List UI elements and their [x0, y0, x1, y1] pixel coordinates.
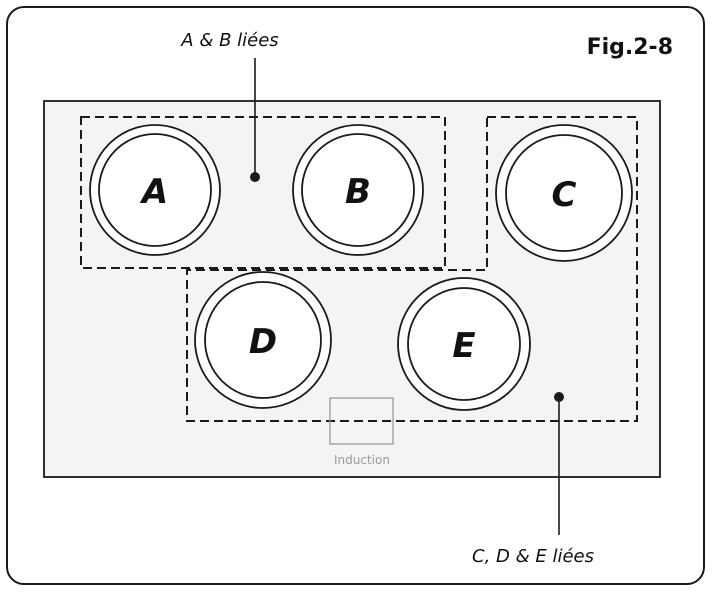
zone-e-label: E [452, 326, 475, 366]
zone-a-label: A [139, 172, 168, 212]
group-ab-label: A & B liées [180, 30, 278, 51]
group-cde-outline [186, 116, 638, 422]
group-ab-outline [80, 116, 446, 269]
group-cde-label: C, D & E liées [472, 546, 594, 567]
zone-b: B [292, 124, 424, 256]
zone-b-label: B [345, 172, 371, 212]
zone-d: D [194, 271, 332, 409]
zone-d-label: D [249, 322, 277, 362]
induction-label: Induction [334, 453, 390, 467]
zone-e: E [397, 277, 531, 411]
zone-c-label: C [552, 175, 577, 215]
zone-a: A [89, 124, 221, 256]
group-cde-leader-dot [554, 392, 564, 402]
group-ab-leader-dot [250, 172, 260, 182]
figure-label: Fig.2-8 [587, 35, 673, 60]
zone-c: C [495, 124, 633, 262]
induction-control-box [329, 397, 394, 445]
